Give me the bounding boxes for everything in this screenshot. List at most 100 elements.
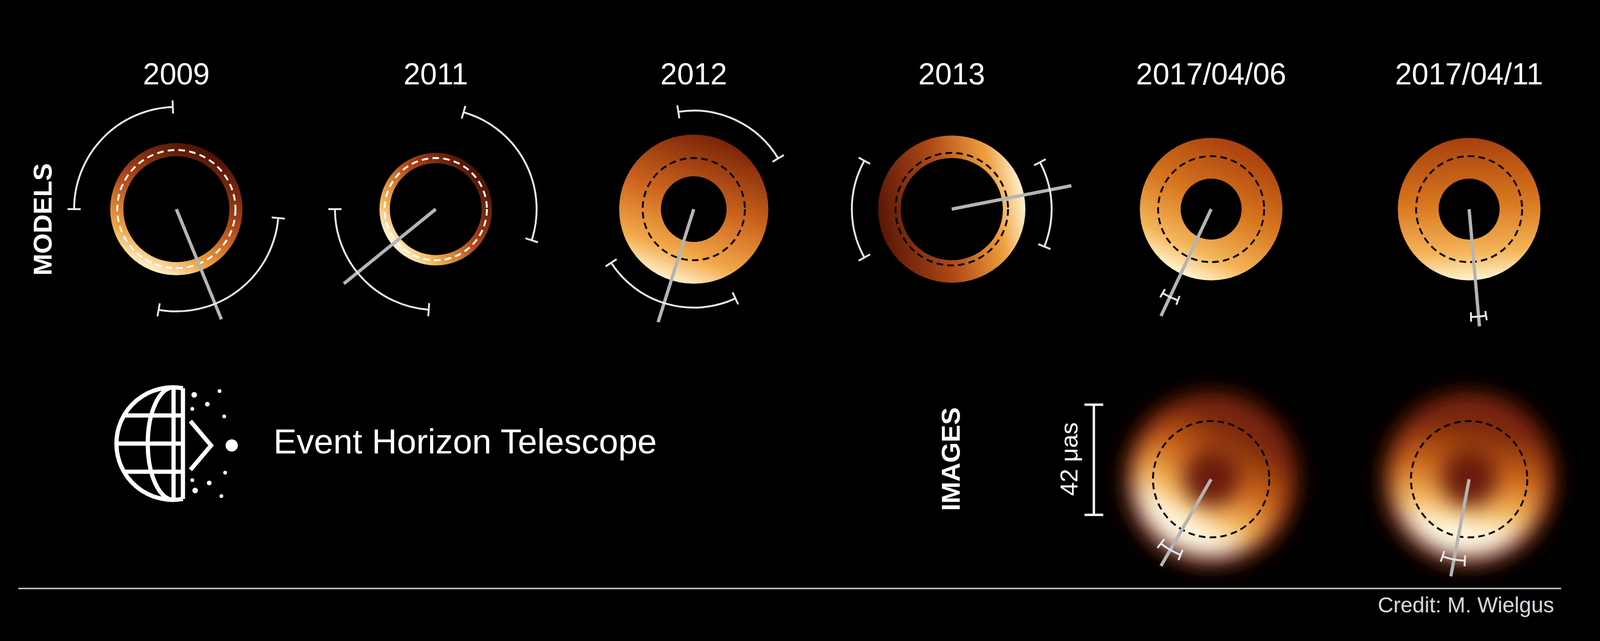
year-label-box: 2011 (403, 57, 469, 92)
error-arc (1383, 393, 1555, 566)
year-label: 2012 (660, 57, 728, 92)
eht-logo (116, 387, 238, 501)
model-2009 (65, 98, 288, 320)
angle-line (1469, 209, 1480, 327)
error-arc (1086, 84, 1336, 334)
scale-tick (1084, 403, 1104, 407)
angle-line (1160, 209, 1212, 317)
sparkle (223, 470, 228, 475)
sparkle (190, 407, 195, 411)
bracket-tick (328, 208, 342, 211)
bracket-arc (310, 84, 561, 334)
angle-line (1160, 479, 1212, 567)
logo-dot (225, 439, 238, 452)
sparkle (217, 389, 222, 394)
bracket-tick (428, 303, 430, 317)
logo-chevron (190, 421, 212, 471)
model-2011 (310, 84, 561, 334)
row-heading-box: MODELS (27, 163, 58, 276)
error-tick (1440, 551, 1445, 562)
angle-line (176, 209, 222, 320)
bracket-arc (562, 78, 825, 341)
bracket-tick (605, 259, 617, 267)
credit-text-box: Credit: M. Wielgus (1377, 592, 1555, 618)
error-bar (1345, 85, 1593, 333)
bracket-arc (328, 101, 544, 318)
error-tick (1157, 539, 1165, 549)
divider-line (18, 588, 1562, 590)
sparkle (192, 487, 198, 494)
row-heading: IMAGES (935, 407, 966, 512)
angle-line (1450, 479, 1470, 577)
year-label-box: 2009 (143, 57, 210, 92)
year-label-box: 2012 (660, 57, 728, 92)
bracket-tick (525, 238, 539, 243)
date-label-box: 2017/04/06 (1136, 57, 1287, 92)
bracket-tick (271, 217, 285, 219)
error-tick (1470, 312, 1472, 322)
bracket-tick (858, 157, 870, 165)
scale-tick (1084, 514, 1104, 517)
date-label-box: 2017/04/11 (1395, 57, 1544, 92)
sparkle (206, 480, 212, 486)
bracket-tick (772, 155, 784, 162)
angle-line (951, 185, 1072, 210)
globe-parallel (117, 441, 183, 447)
bracket-tick (67, 208, 81, 211)
logo-text-box: Event Horizon Telescope (273, 421, 657, 462)
sparkle (190, 478, 195, 483)
model-2013 (815, 73, 1088, 345)
date-label: 2017/04/06 (1136, 57, 1287, 92)
error-tick (1176, 295, 1180, 305)
sparkle (222, 414, 227, 419)
globe-parallel (124, 413, 183, 418)
uncertainty-bracket (310, 84, 561, 334)
bracket-tick (1034, 159, 1047, 166)
sparkle (219, 494, 224, 499)
date-label: 2017/04/11 (1395, 57, 1544, 92)
bracket-arc (74, 106, 279, 312)
sparkle (204, 401, 210, 407)
error-tick (1178, 549, 1183, 561)
image-2017-04-11 (1382, 392, 1556, 577)
model-2012 (562, 78, 825, 341)
scale-line (1092, 404, 1096, 516)
bracket-tick (157, 303, 160, 317)
bracket-tick (732, 292, 739, 305)
scale-label: 42 μas (1055, 422, 1084, 496)
bracket-tick (858, 254, 870, 261)
scale-label-box: 42 μas (1055, 422, 1084, 496)
sparkle (191, 392, 198, 398)
globe-parallel (124, 470, 183, 475)
uncertainty-bracket (562, 78, 825, 341)
error-tick (1160, 289, 1166, 298)
year-label: 2013 (918, 57, 986, 92)
scale-bar (1084, 404, 1104, 516)
bracket-tick (677, 105, 680, 119)
globe-outline (116, 387, 183, 501)
logo-sparkles (190, 389, 228, 499)
bracket-arc (581, 96, 807, 323)
model-2017-04-11 (1345, 85, 1593, 333)
image-2017-04-06 (1104, 372, 1318, 586)
uncertainty-bracket (65, 98, 288, 320)
bracket-tick (461, 106, 466, 119)
bracket-arc (815, 73, 1088, 345)
bracket-arc (816, 74, 1087, 345)
error-arc (1345, 85, 1593, 333)
model-2017-04-06 (1086, 84, 1336, 334)
image-halo (1124, 392, 1298, 567)
error-bar (1086, 84, 1336, 334)
row-heading-box: IMAGES (935, 407, 966, 512)
error-tick (1464, 555, 1465, 567)
uncertainty-bracket (815, 73, 1088, 345)
bracket-arc (65, 98, 288, 320)
error-tick (1485, 310, 1487, 321)
row-heading: MODELS (27, 163, 58, 276)
error-arc (1104, 372, 1318, 586)
logo-text: Event Horizon Telescope (273, 421, 657, 462)
globe-edge (181, 388, 186, 500)
bracket-tick (171, 100, 175, 114)
